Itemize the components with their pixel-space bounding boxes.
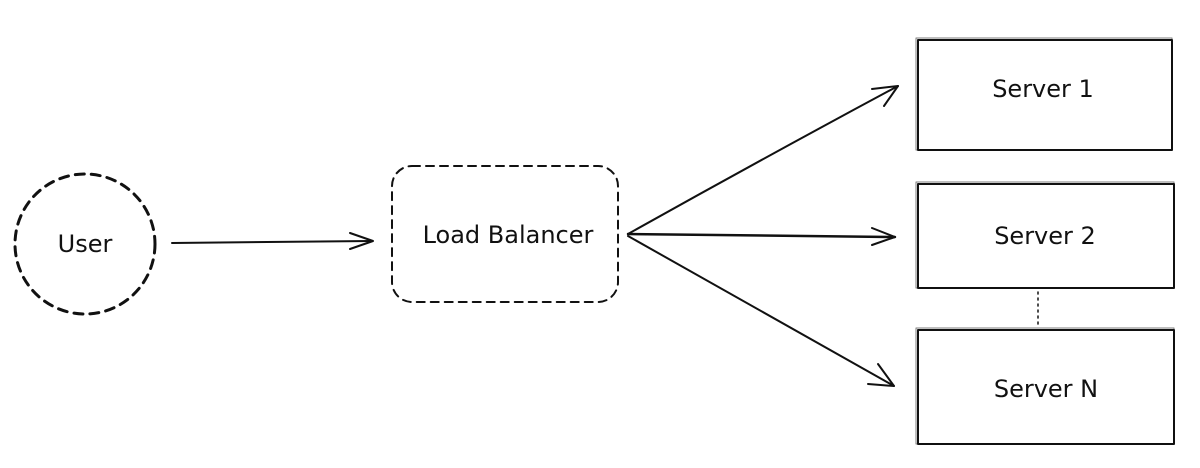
arrowhead-icon xyxy=(871,227,896,246)
arrowhead-icon xyxy=(871,85,899,107)
load-balancer-node: Load Balancer xyxy=(391,165,619,303)
arrowhead-icon xyxy=(349,232,374,250)
edge-load-balancer-to-server-n xyxy=(627,235,895,387)
server-1-node-label: Server 1 xyxy=(992,75,1094,103)
edge-load-balancer-to-server-n-line xyxy=(627,235,895,387)
edge-user-to-load-balancer-line xyxy=(171,240,373,244)
server-n-node-sketch-line xyxy=(915,327,1175,445)
server-n-node: Server N xyxy=(915,327,1175,445)
edge-load-balancer-to-server-2 xyxy=(626,227,897,246)
user-node: User xyxy=(13,172,157,316)
edge-load-balancer-to-server-1 xyxy=(627,85,899,235)
server-2-node: Server 2 xyxy=(915,181,1175,289)
server-1-node: Server 1 xyxy=(915,37,1173,151)
load-balancer-node-label: Load Balancer xyxy=(423,221,594,249)
user-node-outline xyxy=(13,172,157,316)
load-balancer-node-outline xyxy=(391,165,619,303)
server-2-node-sketch-line xyxy=(915,181,1175,289)
user-node-label: User xyxy=(58,230,113,258)
edge-load-balancer-to-server-2-line xyxy=(626,232,897,239)
server-1-node-sketch-line xyxy=(915,37,1173,151)
edge-load-balancer-to-server-1-line xyxy=(627,85,899,235)
server-n-node-label: Server N xyxy=(994,375,1098,403)
edge-user-to-load-balancer xyxy=(171,232,374,250)
server-2-node-label: Server 2 xyxy=(994,222,1096,250)
arrowhead-icon xyxy=(867,363,895,387)
